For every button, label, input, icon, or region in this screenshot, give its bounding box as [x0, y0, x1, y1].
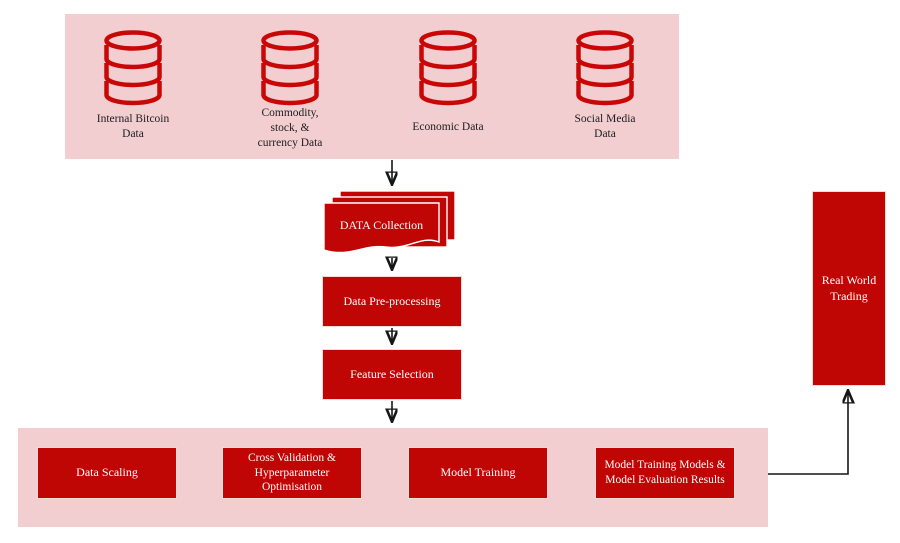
database-icon [104, 30, 162, 106]
process-box-model-training: Model Training [408, 447, 548, 499]
database-icon [419, 30, 477, 106]
data-source-label: Social Media Data [574, 113, 636, 141]
process-box-feature-selection: Feature Selection [322, 349, 462, 400]
real-world-trading-box: Real World Trading [812, 191, 886, 386]
data-source-label: Commodity, stock, & currency Data [257, 107, 323, 150]
data-source-label: Internal Bitcoin Data [96, 113, 170, 141]
data-collection-label: DATA Collection [339, 217, 424, 232]
process-box-cross-validation: Cross Validation & Hyperparameter Optimi… [222, 447, 362, 499]
process-box-data-scaling: Data Scaling [37, 447, 177, 499]
database-icon [261, 30, 319, 106]
data-source-label: Economic Data [412, 121, 484, 133]
database-icon [576, 30, 634, 106]
process-box-data-preprocessing: Data Pre-processing [322, 276, 462, 327]
document-sheet [323, 202, 440, 254]
data-collection-multidoc [323, 190, 456, 254]
process-box-model-results: Model Training Models & Model Evaluation… [595, 447, 735, 499]
